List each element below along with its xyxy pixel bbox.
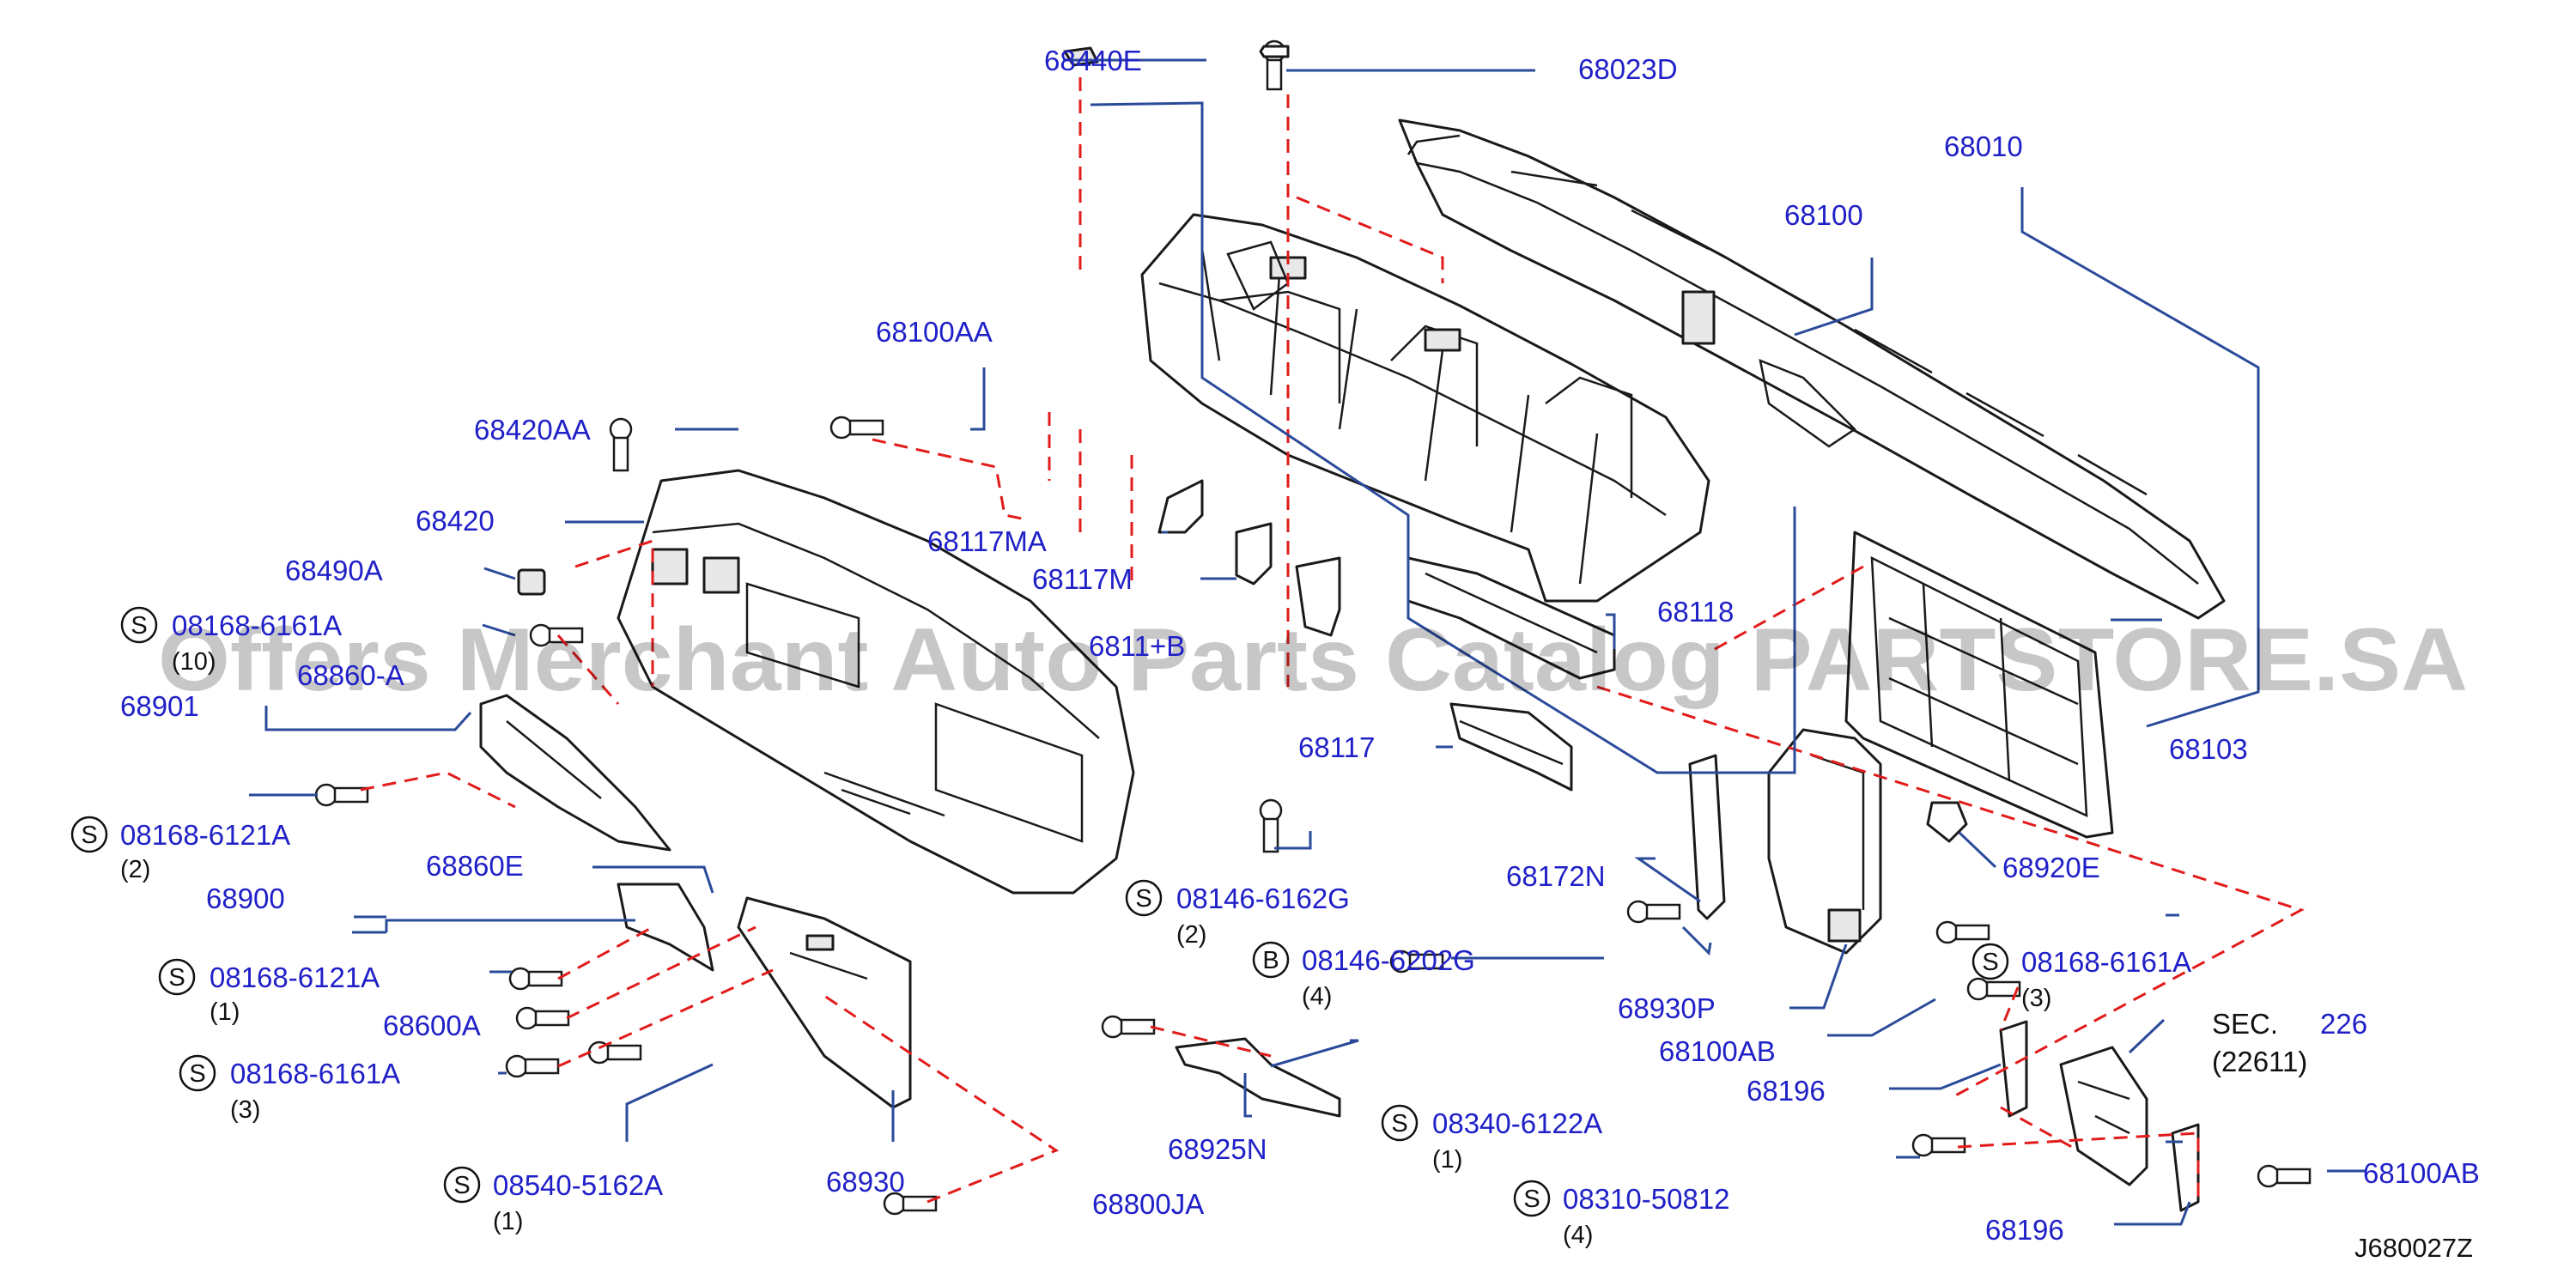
label-68117ma: 68117MA — [927, 525, 1047, 557]
fastener-quantity: (2) — [120, 856, 150, 883]
label-6811x: 6811+B — [1089, 630, 1185, 662]
label-68420: 68420 — [416, 505, 495, 537]
fastener-quantity: (4) — [1563, 1222, 1593, 1249]
fastener-part-number: 08168-6161A — [230, 1058, 400, 1089]
fastener-quantity: (4) — [1302, 983, 1332, 1010]
label-68103: 68103 — [2169, 733, 2248, 765]
prefix-circle — [1513, 1180, 1551, 1217]
prefix-letter: B — [1262, 947, 1279, 974]
fastener-part-number: 08146-6202G — [1302, 944, 1475, 976]
label-68920e: 68920E — [2002, 852, 2100, 883]
fastener-part-number: 08168-6161A — [172, 610, 342, 641]
rear-frame-drawing — [1844, 531, 2114, 839]
fastener-part-number: 08340-6122A — [1432, 1107, 1602, 1139]
part-labels: 68440E 68023D 68010 68100 68100AA 68420A… — [120, 45, 2480, 1246]
drawing-reference: J680027Z — [2354, 1233, 2473, 1263]
label-68196-2: 68196 — [1985, 1214, 2064, 1246]
bracket-68118-drawing — [1406, 556, 1616, 680]
label-sec-number: 226 — [2320, 1008, 2367, 1040]
bracket-68117-drawing — [1449, 702, 1573, 792]
prefix-circle — [1381, 1104, 1419, 1142]
clip-68490a-drawing — [517, 568, 546, 596]
bracket-68925n-drawing — [1175, 1037, 1341, 1118]
prefix-letter: S — [1391, 1110, 1407, 1138]
cluster-housing-drawing — [617, 469, 1135, 895]
label-68117m: 68117M — [1032, 563, 1133, 595]
side-panel-68930p-drawing — [1767, 728, 1882, 955]
control-unit-drawing — [1999, 1020, 2200, 1212]
prefix-letter: S — [453, 1172, 470, 1199]
label-68100ab-1: 68100AB — [1659, 1035, 1776, 1067]
lower-trim-68901-drawing — [479, 694, 671, 852]
dash-frame-drawing — [1140, 213, 1710, 603]
prefix-letter: S — [1523, 1186, 1540, 1213]
prefix-circle — [1125, 879, 1163, 917]
prefix-circle — [1252, 941, 1290, 979]
label-68172n: 68172N — [1506, 860, 1606, 892]
label-68900: 68900 — [206, 883, 285, 914]
clip-68920e-drawing — [1926, 801, 1968, 843]
label-sec: SEC. — [2212, 1008, 2278, 1040]
prefix-circle — [443, 1166, 481, 1204]
prefix-letter: S — [189, 1060, 205, 1088]
label-68010: 68010 — [1944, 130, 2023, 162]
fastener-part-number: 08146-6162G — [1176, 883, 1350, 914]
dash-pad-drawing — [1398, 118, 2226, 620]
prefix-circle — [120, 606, 158, 644]
prefix-letter: S — [168, 964, 185, 992]
fastener-part-number: 08310-50812 — [1563, 1183, 1730, 1215]
fastener-callouts: S 08168-6161A (10) S 08168-6121A (2) S 0… — [70, 606, 2191, 1249]
label-68117: 68117 — [1298, 731, 1375, 763]
fastener-quantity: (1) — [493, 1208, 523, 1235]
prefix-letter: S — [81, 822, 97, 849]
fastener-quantity: (3) — [2021, 985, 2051, 1012]
label-68600a: 68600A — [383, 1010, 481, 1041]
fastener-quantity: (10) — [172, 648, 216, 676]
label-68440e: 68440E — [1044, 45, 1142, 76]
lower-panel-68930-drawing — [737, 896, 912, 1109]
bolts-drawing — [314, 39, 2312, 1216]
label-68800ja: 68800JA — [1092, 1188, 1204, 1220]
fastener-part-number: 08540-5162A — [493, 1169, 663, 1201]
label-68860a: 68860-A — [297, 659, 404, 691]
label-68023d: 68023D — [1578, 53, 1678, 85]
prefix-letter: S — [1982, 949, 1998, 976]
leader-lines — [249, 58, 2366, 1226]
prefix-circle — [179, 1054, 216, 1092]
lid-68600a-drawing — [617, 883, 714, 972]
prefix-letter: S — [1135, 885, 1151, 913]
label-68100ab-2: 68100AB — [2363, 1157, 2480, 1189]
fastener-quantity: (3) — [230, 1096, 260, 1124]
fastener-quantity: (1) — [1432, 1146, 1462, 1174]
prefix-circle — [1971, 943, 2009, 980]
assembly-dash-lines — [360, 77, 2305, 1204]
label-68196-1: 68196 — [1747, 1075, 1826, 1107]
label-68925n: 68925N — [1168, 1133, 1267, 1165]
label-68118: 68118 — [1657, 596, 1734, 628]
prefix-letter: S — [131, 612, 147, 640]
prefix-circle — [158, 958, 196, 996]
label-68420aa: 68420AA — [474, 414, 591, 446]
fastener-part-number: 08168-6121A — [210, 962, 380, 993]
prefix-circle — [70, 816, 108, 853]
small-brackets-drawing — [1157, 479, 1341, 637]
label-68930p: 68930P — [1618, 992, 1716, 1024]
label-68100: 68100 — [1784, 199, 1863, 231]
label-68901: 68901 — [120, 690, 199, 722]
label-sec-sub: (22611) — [2212, 1046, 2307, 1077]
fastener-part-number: 08168-6121A — [120, 819, 290, 851]
label-68490a: 68490A — [285, 555, 383, 586]
fastener-quantity: (1) — [210, 998, 240, 1026]
label-68930: 68930 — [826, 1166, 905, 1198]
label-68860e: 68860E — [426, 850, 524, 882]
label-68100aa: 68100AA — [876, 316, 993, 348]
fastener-part-number: 08168-6161A — [2021, 946, 2191, 978]
strip-68172n-drawing — [1688, 754, 1726, 920]
watermark-text: Offers Merchant Auto Parts Catalog PARTS… — [158, 610, 2468, 710]
fastener-quantity: (2) — [1176, 921, 1206, 949]
